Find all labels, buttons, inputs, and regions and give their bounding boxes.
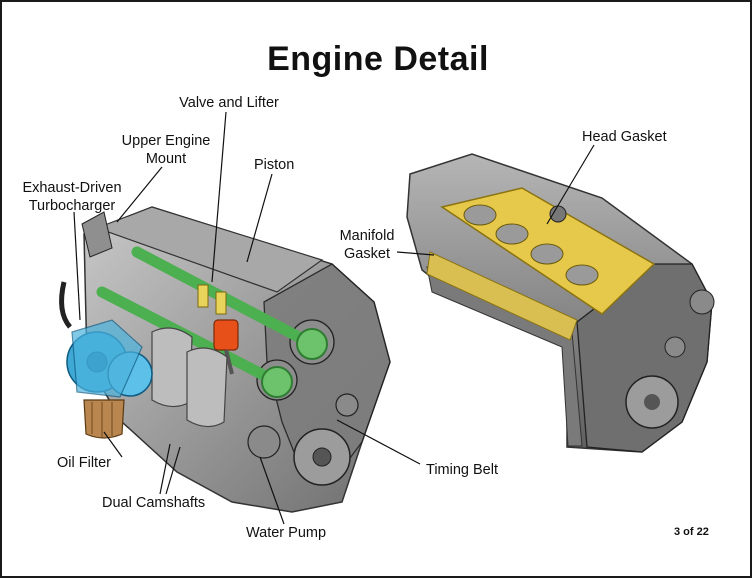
piston — [213, 319, 239, 375]
label-manifold-gasket: Manifold Gasket — [327, 227, 407, 263]
page-indicator: 3 of 22 — [674, 526, 709, 538]
label-exhaust-turbo-line1: Exhaust-Driven — [22, 180, 122, 196]
label-exhaust-turbo-line2: Turbocharger — [28, 198, 116, 214]
label-oil-filter: Oil Filter — [57, 455, 111, 471]
label-timing-belt: Timing Belt — [426, 462, 498, 478]
label-manifold-gasket-line2: Gasket — [344, 246, 390, 262]
label-head-gasket: Head Gasket — [582, 129, 667, 145]
label-valve-and-lifter: Valve and Lifter — [179, 95, 279, 111]
valve-lifter — [197, 284, 227, 315]
water-pump — [247, 425, 281, 459]
leader-lines — [73, 111, 595, 525]
label-water-pump: Water Pump — [246, 525, 327, 541]
label-upper-engine-mount: Upper Engine Mount — [107, 132, 225, 168]
label-manifold-gasket-line1: Manifold — [339, 228, 395, 244]
oil-filter — [83, 399, 125, 439]
label-dual-camshafts: Dual Camshafts — [102, 495, 206, 511]
manifold-gasket — [426, 251, 578, 341]
label-upper-engine-mount-line1: Upper Engine — [121, 133, 211, 149]
label-piston: Piston — [254, 157, 295, 173]
left-engine — [59, 206, 391, 513]
right-engine — [406, 153, 715, 453]
slide-title: Engine Detail — [267, 40, 489, 78]
label-upper-engine-mount-line2: Mount — [145, 151, 187, 167]
turbocharger — [59, 281, 153, 398]
head-gasket — [440, 187, 656, 315]
label-exhaust-driven-turbocharger: Exhaust-Driven Turbocharger — [12, 179, 132, 215]
